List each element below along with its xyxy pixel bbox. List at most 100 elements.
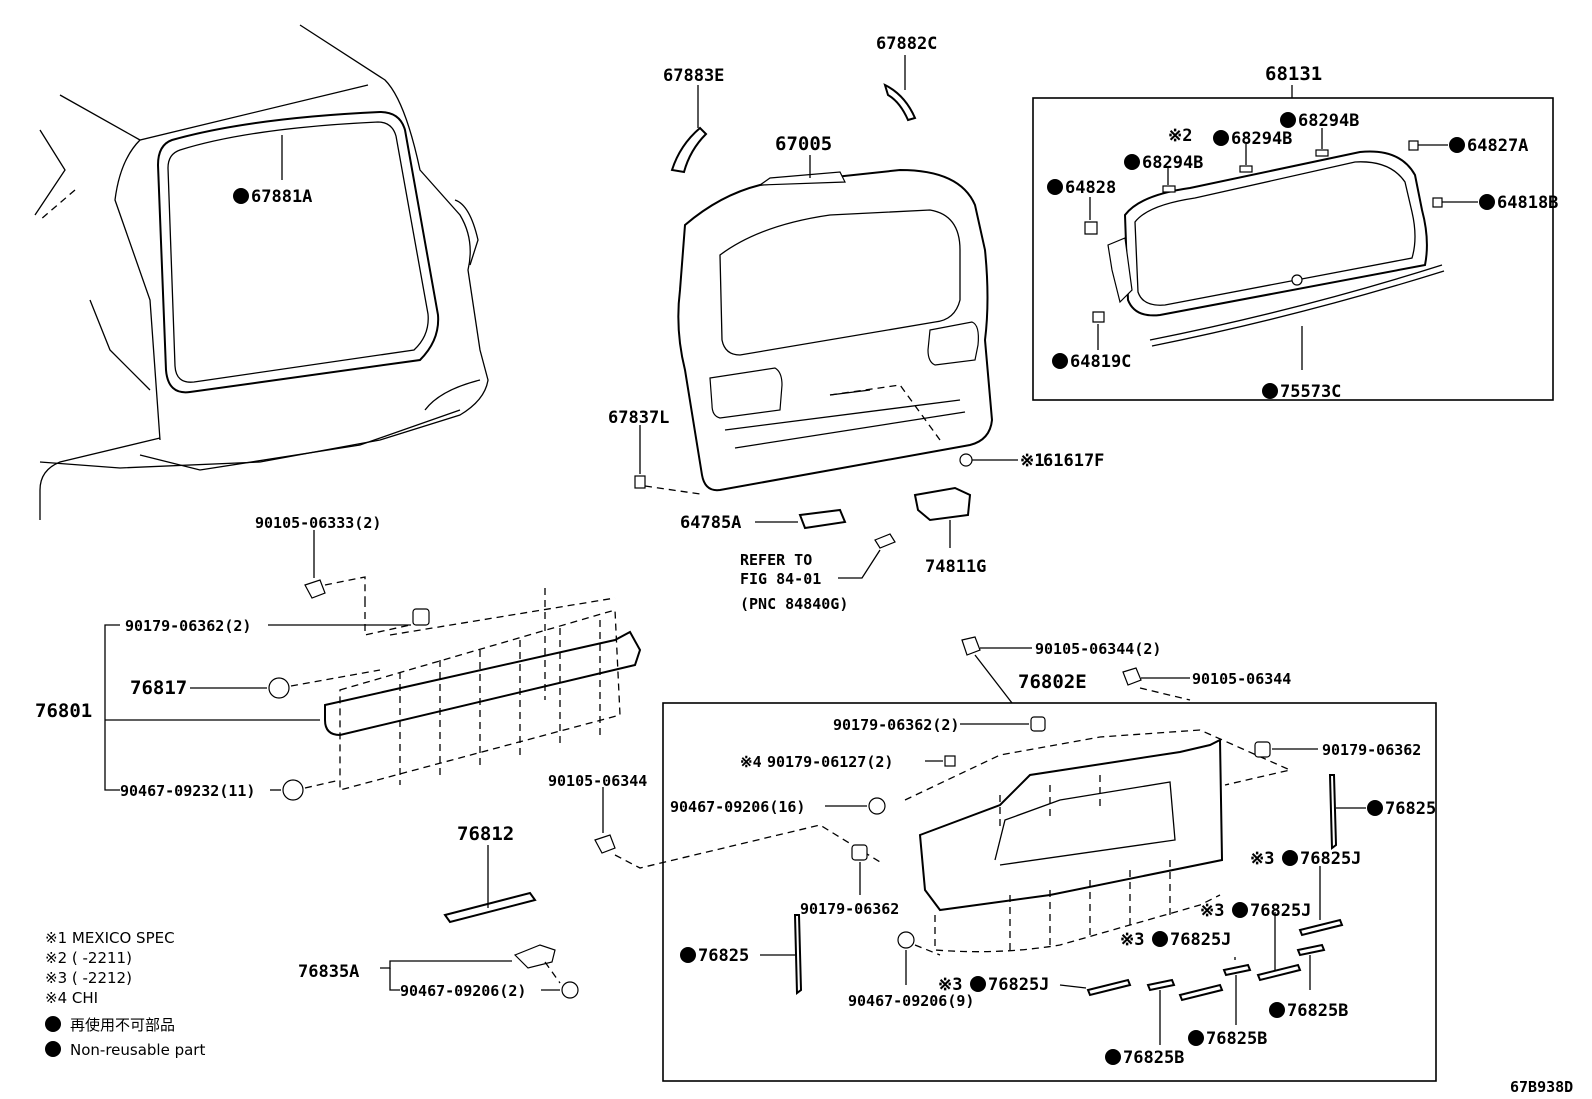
- label-90105-06344-l: 90105-06344: [548, 772, 647, 790]
- label-75573C: 75573C: [1280, 382, 1341, 402]
- label-90105-06344-2: 90105-06344(2): [1035, 640, 1161, 658]
- label-90467-09206-2: 90467-09206(2): [400, 982, 526, 1000]
- clip-90179-06127: [944, 755, 956, 767]
- handle-64785A: [798, 508, 847, 530]
- label-68294B-a: 68294B: [1142, 153, 1203, 173]
- label-76817: 76817: [130, 677, 187, 699]
- label-90105-06333: 90105-06333(2): [255, 514, 381, 532]
- legend-1: ※1 MEXICO SPEC: [45, 929, 175, 947]
- legend-3: ※3 ( -2212): [45, 969, 132, 987]
- mark-90179-06127: ※4: [740, 753, 762, 771]
- clip-68294B-a: [1162, 185, 1176, 193]
- mark-61617F: ※1: [1020, 451, 1044, 471]
- back-door-panel-drawing: [677, 168, 994, 492]
- non-reusable-dot: [1479, 194, 1495, 210]
- back-glass-drawing: [1107, 150, 1445, 347]
- bolt-90105-06344-2: [961, 636, 981, 656]
- label-90467-09206-9: 90467-09206(9): [848, 992, 974, 1010]
- strip-76825B-l: [1146, 978, 1176, 992]
- label-90179-06362-a: 90179-06362(2): [125, 617, 251, 635]
- label-90467-09206-16: 90467-09206(16): [670, 798, 805, 816]
- connector-refer: [874, 533, 896, 549]
- label-61617F: 61617F: [1043, 451, 1104, 471]
- clip-67837L: [634, 475, 646, 489]
- label-68131: 68131: [1265, 63, 1322, 85]
- label-76825J-2: 76825J: [1250, 901, 1311, 921]
- non-reusable-dot: [1280, 112, 1296, 128]
- diagram-code: 67B938D: [1510, 1078, 1573, 1096]
- nut-90179-06362-a: [412, 608, 430, 626]
- nut-90179-06362-c: [851, 844, 868, 861]
- legend-6: Non-reusable part: [70, 1041, 205, 1059]
- legend-5: 再使用不可部品: [70, 1016, 175, 1034]
- weatherstrip-piece-67882C: [883, 83, 917, 122]
- weatherstrip-piece-67883E: [670, 126, 708, 174]
- nut-90179-06362-r: [1254, 741, 1271, 758]
- strip-76825-r: [1328, 774, 1338, 850]
- label-76835A: 76835A: [298, 962, 359, 982]
- label-76801: 76801: [35, 700, 92, 722]
- nut-90179-06362-b: [1030, 716, 1046, 732]
- label-90105-06344-r: 90105-06344: [1192, 670, 1291, 688]
- clip-64828: [1084, 221, 1098, 235]
- camera-74811G: [913, 486, 972, 522]
- label-90179-06127: 90179-06127(2): [767, 753, 893, 771]
- bolt-90105-06344-r: [1122, 667, 1142, 686]
- back-glass-box: [1032, 97, 1554, 401]
- strip-76825B-m: [1222, 963, 1252, 977]
- non-reusable-dot: [1367, 800, 1383, 816]
- mark-76825J-4: ※3: [938, 975, 962, 995]
- non-reusable-dot: [1269, 1002, 1285, 1018]
- vehicle-body-drawing: [34, 24, 489, 520]
- strip-76825J-b: [1256, 963, 1302, 982]
- label-64827A: 64827A: [1467, 136, 1528, 156]
- label-76825-r: 76825: [1385, 799, 1436, 819]
- non-reusable-dot: [1213, 130, 1229, 146]
- label-76825-l: 76825: [698, 946, 749, 966]
- legend-dot-icon: [45, 1041, 61, 1057]
- clip-90467-09232: [282, 779, 304, 801]
- label-64785A: 64785A: [680, 513, 741, 533]
- mark-68294B-b: ※2: [1168, 126, 1192, 146]
- refer-line-2: FIG 84-01: [740, 570, 821, 588]
- label-76825B-l: 76825B: [1123, 1048, 1184, 1068]
- non-reusable-dot: [1052, 353, 1068, 369]
- non-reusable-dot: [1047, 179, 1063, 195]
- clip-64827A: [1408, 140, 1419, 151]
- strip-76825B-r: [1296, 943, 1326, 957]
- label-67883E: 67883E: [663, 66, 724, 86]
- clip-68294B-b: [1239, 165, 1253, 173]
- legend-dot-icon: [45, 1016, 61, 1032]
- non-reusable-dot: [1105, 1049, 1121, 1065]
- refer-line-1: REFER TO: [740, 551, 812, 569]
- mark-76825J-2: ※3: [1200, 901, 1224, 921]
- clip-64818B: [1432, 197, 1443, 208]
- clip-64819C: [1092, 311, 1105, 323]
- label-67881A: 67881A: [251, 187, 312, 207]
- non-reusable-dot: [1124, 154, 1140, 170]
- strip-76825J-d: [1086, 978, 1132, 997]
- bolt-90105-06333: [304, 579, 326, 599]
- label-67882C: 67882C: [876, 34, 937, 54]
- label-64819C: 64819C: [1070, 352, 1131, 372]
- label-90467-09232: 90467-09232(11): [120, 782, 255, 800]
- legend-4: ※4 CHI: [45, 989, 98, 1007]
- label-74811G: 74811G: [925, 557, 986, 577]
- stopper-61617F: [959, 453, 973, 467]
- label-64818B: 64818B: [1497, 193, 1558, 213]
- label-90179-06362-r: 90179-06362: [1322, 741, 1421, 759]
- strip-76825J-a: [1298, 918, 1344, 937]
- refer-line-3: (PNC 84840G): [740, 595, 848, 613]
- non-reusable-dot: [970, 976, 986, 992]
- label-64828: 64828: [1065, 178, 1116, 198]
- non-reusable-dot: [1449, 137, 1465, 153]
- non-reusable-dot: [233, 188, 249, 204]
- non-reusable-dot: [1262, 383, 1278, 399]
- label-76825B-m: 76825B: [1206, 1029, 1267, 1049]
- label-67005: 67005: [775, 133, 832, 155]
- trim-box: [662, 702, 1437, 1082]
- clip-76817: [268, 677, 290, 699]
- label-76825B-r: 76825B: [1287, 1001, 1348, 1021]
- mark-76825J-1: ※3: [1250, 849, 1274, 869]
